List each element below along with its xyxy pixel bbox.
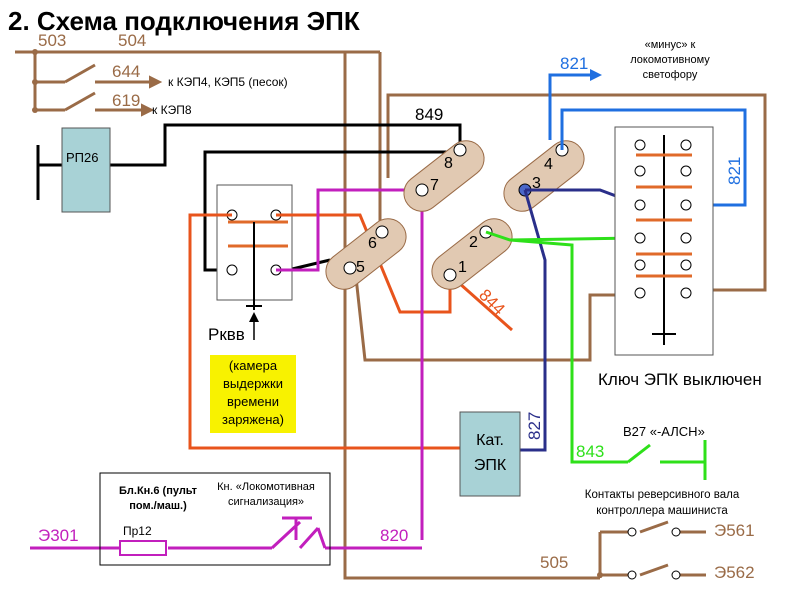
svg-text:выдержки: выдержки <box>223 376 283 391</box>
magenta-wires <box>30 188 424 550</box>
minus-label-1: «минус» к <box>645 39 696 51</box>
svg-text:1: 1 <box>458 259 467 276</box>
wire-644-label: 644 <box>112 62 140 81</box>
wire-504-label: 504 <box>118 31 146 50</box>
reverse-label-1: Контакты реверсивного вала <box>585 489 740 501</box>
blkn6-label-1: Бл.Кн.6 (пульт <box>119 485 198 497</box>
wire-820-label: 820 <box>380 526 408 545</box>
blue-wires <box>548 73 747 207</box>
kat-epk-label-1: Кат. <box>476 432 504 449</box>
wire-619-label: 619 <box>112 91 140 110</box>
b27-label: В27 «-АЛСН» <box>623 424 705 439</box>
wire-821-side-label: 821 <box>725 157 744 185</box>
pin-terminals <box>343 143 569 282</box>
contact-pill-5-6 <box>325 218 407 290</box>
page-title: 2. Схема подключения ЭПК <box>8 6 360 36</box>
wire-e562-label: Э562 <box>714 563 755 582</box>
camera-note <box>210 355 296 433</box>
wire-844-label: 844 <box>475 285 508 318</box>
wire-505-label: 505 <box>540 553 568 572</box>
minus-label-3: светофору <box>643 69 698 81</box>
wire-843-label: 843 <box>576 442 604 461</box>
rp26-relay <box>61 127 111 213</box>
wire-827-label: 827 <box>525 412 544 440</box>
epk-key-contacts <box>634 135 692 345</box>
minus-label-2: локомотивному <box>630 54 710 66</box>
wire-e561-label: Э561 <box>714 521 755 540</box>
brown-wires <box>15 50 767 580</box>
wire-e301-label: Э301 <box>38 526 79 545</box>
brown-arrows <box>141 75 163 117</box>
kat-epk-box <box>459 411 521 497</box>
svg-text:3: 3 <box>532 175 541 192</box>
kep8-label: к КЭП8 <box>152 103 192 117</box>
contact-pill-7-8 <box>403 140 485 212</box>
wire-503-label: 503 <box>38 31 66 50</box>
wire-849-label: 849 <box>415 105 443 124</box>
kn-label-1: Кн. «Локомотивная <box>217 481 315 493</box>
rkvv-label: Рквв <box>208 325 245 344</box>
key-off-label: Ключ ЭПК выключен <box>598 370 762 389</box>
blkn6-panel <box>99 472 331 566</box>
svg-text:времени: времени <box>227 394 279 409</box>
svg-text:8: 8 <box>444 155 453 172</box>
rp26-label: РП26 <box>66 150 98 165</box>
svg-text:заряжена): заряжена) <box>222 412 284 427</box>
svg-text:4: 4 <box>544 156 553 173</box>
contact-pill-1-2 <box>431 218 513 290</box>
svg-text:2: 2 <box>469 234 478 251</box>
fuse-pr12-label: Пр12 <box>123 524 152 538</box>
blkn6-label-2: пом./маш.) <box>129 500 187 512</box>
svg-text:(камера: (камера <box>229 358 278 373</box>
reverse-contacts <box>627 527 681 580</box>
kn-button <box>270 516 327 550</box>
svg-text:7: 7 <box>430 177 439 194</box>
fuse-pr12 <box>119 540 167 556</box>
svg-text:6: 6 <box>368 235 377 252</box>
reverse-label-2: контроллера машиниста <box>596 505 728 517</box>
svg-text:5: 5 <box>356 259 365 276</box>
kep45-label: к КЭП4, КЭП5 (песок) <box>168 75 288 89</box>
kat-epk-label-2: ЭПК <box>474 457 507 474</box>
rkvv-contacts <box>226 209 288 340</box>
kn-label-2: сигнализация» <box>228 496 304 508</box>
contact-pill-3-4 <box>503 140 585 212</box>
camera-text: (камера выдержки времени заряжена) <box>222 358 284 427</box>
pin-numbers: 1 2 3 4 5 6 7 8 <box>356 155 553 276</box>
wire-821-top-label: 821 <box>560 54 588 73</box>
